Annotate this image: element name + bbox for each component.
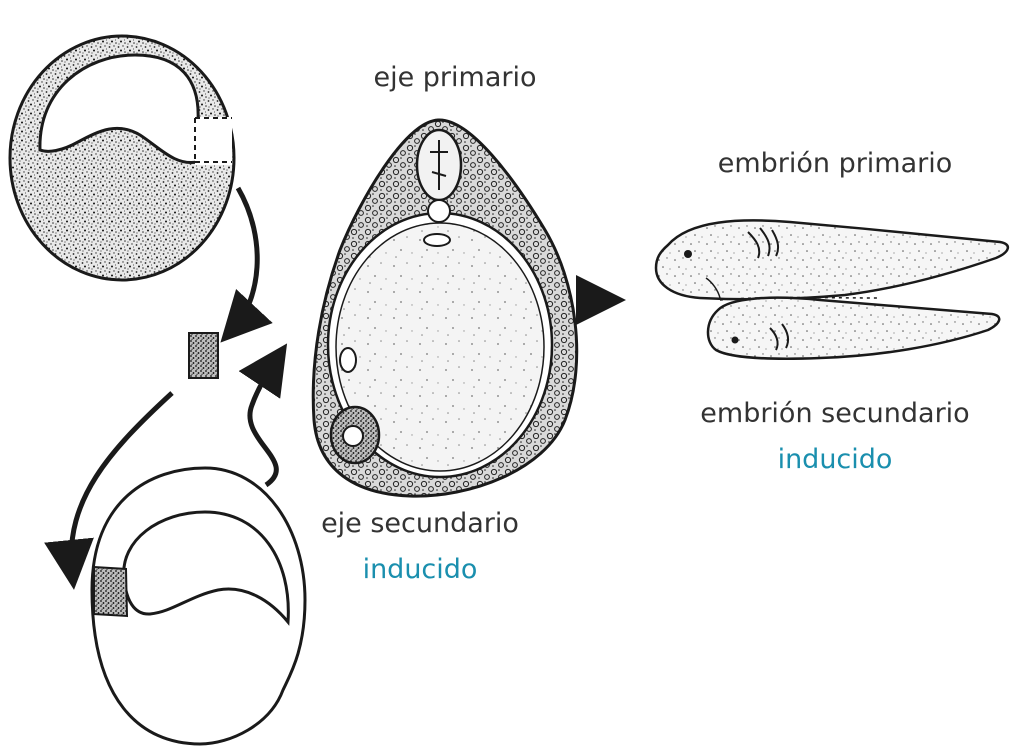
label-secondary-embryo: embrión secundario xyxy=(670,398,1000,429)
label-secondary-embryo-induced: inducido xyxy=(740,444,930,475)
donor-embryo xyxy=(10,36,234,280)
primary-embryo-body xyxy=(656,220,1008,299)
label-primary-axis: eje primario xyxy=(355,62,555,93)
embryo-cross-section xyxy=(313,120,577,496)
host-embryo xyxy=(92,468,305,744)
arrow-host-to-section xyxy=(250,360,276,485)
twin-embryos xyxy=(656,220,1008,358)
label-secondary-axis-induced: inducido xyxy=(325,554,515,585)
label-primary-embryo: embrión primario xyxy=(690,148,980,179)
blastopore-lip-fragment xyxy=(189,333,218,378)
arrow-donor-to-fragment xyxy=(234,188,257,328)
label-secondary-axis: eje secundario xyxy=(300,508,540,539)
secondary-embryo-body xyxy=(708,298,999,359)
